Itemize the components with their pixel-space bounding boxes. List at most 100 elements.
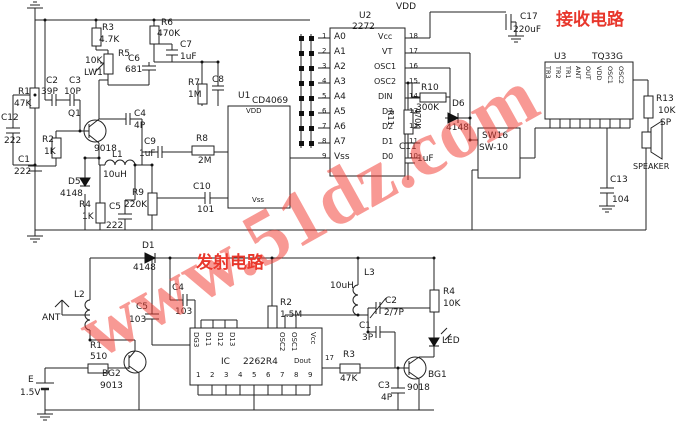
label-ic: IC [221,357,230,367]
resistor-body [29,87,40,109]
l3-coil [352,284,359,316]
label-r2: R2 [42,135,54,145]
label-222: 222 [4,136,22,146]
label-vcc: Vcc [378,32,393,41]
label-sp: SP [660,118,672,128]
label-c2: C2 [385,296,398,306]
label-1uf: 1uF [417,154,434,164]
label-tr3: TR3 [544,66,552,79]
label-9018: 9018 [94,144,117,154]
label-c13: C13 [610,175,628,185]
label-7: 7 [322,122,327,130]
label-r3: R3 [102,23,114,33]
resistor-body [429,289,440,313]
receiver-wires [12,1,646,243]
label-6: 6 [322,107,327,115]
l2-coil [84,299,91,331]
label-c9: C9 [144,137,157,147]
sw16-switch-box [477,127,521,179]
label-10p: 10P [64,87,81,97]
label-d3: D3 [382,107,394,116]
label-r7: R7 [188,78,200,88]
u1-ic-box [227,105,291,209]
label-1k: 1K [44,147,56,157]
label-osc2: OSC2 [617,66,625,84]
label-osc1: OSC1 [374,62,397,71]
label-c1: C1 [359,321,372,331]
label-47k: 47K [14,99,32,109]
label-8: 8 [322,137,327,145]
label-r1: R1 [18,87,30,97]
label-39p: 39P [41,87,58,97]
resistor-body [419,92,447,103]
label-osc1: OSC1 [290,332,298,352]
label-a1: A1 [334,47,346,57]
label-2-7p: 2/7P [384,308,404,318]
label-osc2: OSC2 [278,332,286,352]
d1-diode [144,252,157,264]
label-47k: 47K [340,374,358,384]
label-c4: C4 [134,109,147,119]
transmitter-wires [36,257,435,421]
label-4148: 4148 [60,189,83,199]
label-9018: 9018 [407,383,430,393]
q1-transistor [83,119,107,143]
label-2: 2 [210,371,215,379]
label-r13: R13 [656,94,674,104]
resistor-body [95,202,106,224]
label-tq33g: TQ33G [592,52,624,62]
label-a7: A7 [334,137,346,147]
label-c1: C1 [18,155,31,165]
label-c5: C5 [109,202,122,212]
bg2-transistor [123,350,147,374]
label-220uf: 220uF [513,25,542,35]
label-speaker: SPEAKER [633,162,670,171]
label-r3: R3 [343,350,355,360]
label-r10: R10 [421,83,439,93]
label-2272: 2272 [352,22,375,32]
label-10uh: 10uH [330,281,354,291]
led-diode [428,337,440,347]
label-d5: D5 [68,177,81,187]
tx-ic-box [189,327,323,386]
label-1uf: 1uF [180,52,197,62]
label-18: 18 [409,32,418,40]
label-r2: R2 [280,298,292,308]
label-222: 222 [106,221,124,231]
receiver-title: 接收电路 [556,10,624,30]
label-4: 4 [238,371,243,379]
label-10k: 10K [85,56,103,66]
label-r6: R6 [161,18,173,28]
label-9: 9 [322,152,327,160]
label-5: 5 [252,371,257,379]
label-vss: Vss [334,152,350,162]
label-1uf: 1uF [139,149,156,159]
label-7: 7 [280,371,285,379]
d5-diode [79,177,91,187]
label-a6: A6 [334,122,346,132]
transmitter-section [36,257,452,421]
resistor-body [191,145,215,156]
label-q1: Q1 [68,109,81,119]
label-r4: R4 [79,200,91,210]
label-c8: C8 [212,75,225,85]
label-cd4069: CD4069 [252,96,289,106]
label-1k: 1K [82,212,94,222]
label-tr1: TR1 [564,66,572,79]
label-osc2: OSC2 [374,77,397,86]
label-r1: R1 [90,341,102,351]
label-1-5m: 1.5M [280,310,303,320]
label-c3: C3 [69,76,82,86]
u2-ic-box [329,27,406,177]
label-c10: C10 [193,182,211,192]
label-2m: 2M [198,156,212,166]
label-1: 1 [196,371,201,379]
label-a2: A2 [334,62,346,72]
label-din: DIN [378,92,393,101]
label-u2: U2 [359,11,372,21]
label-c12: C12 [1,113,19,123]
resistor-body [403,109,414,135]
label-17: 17 [409,47,418,55]
